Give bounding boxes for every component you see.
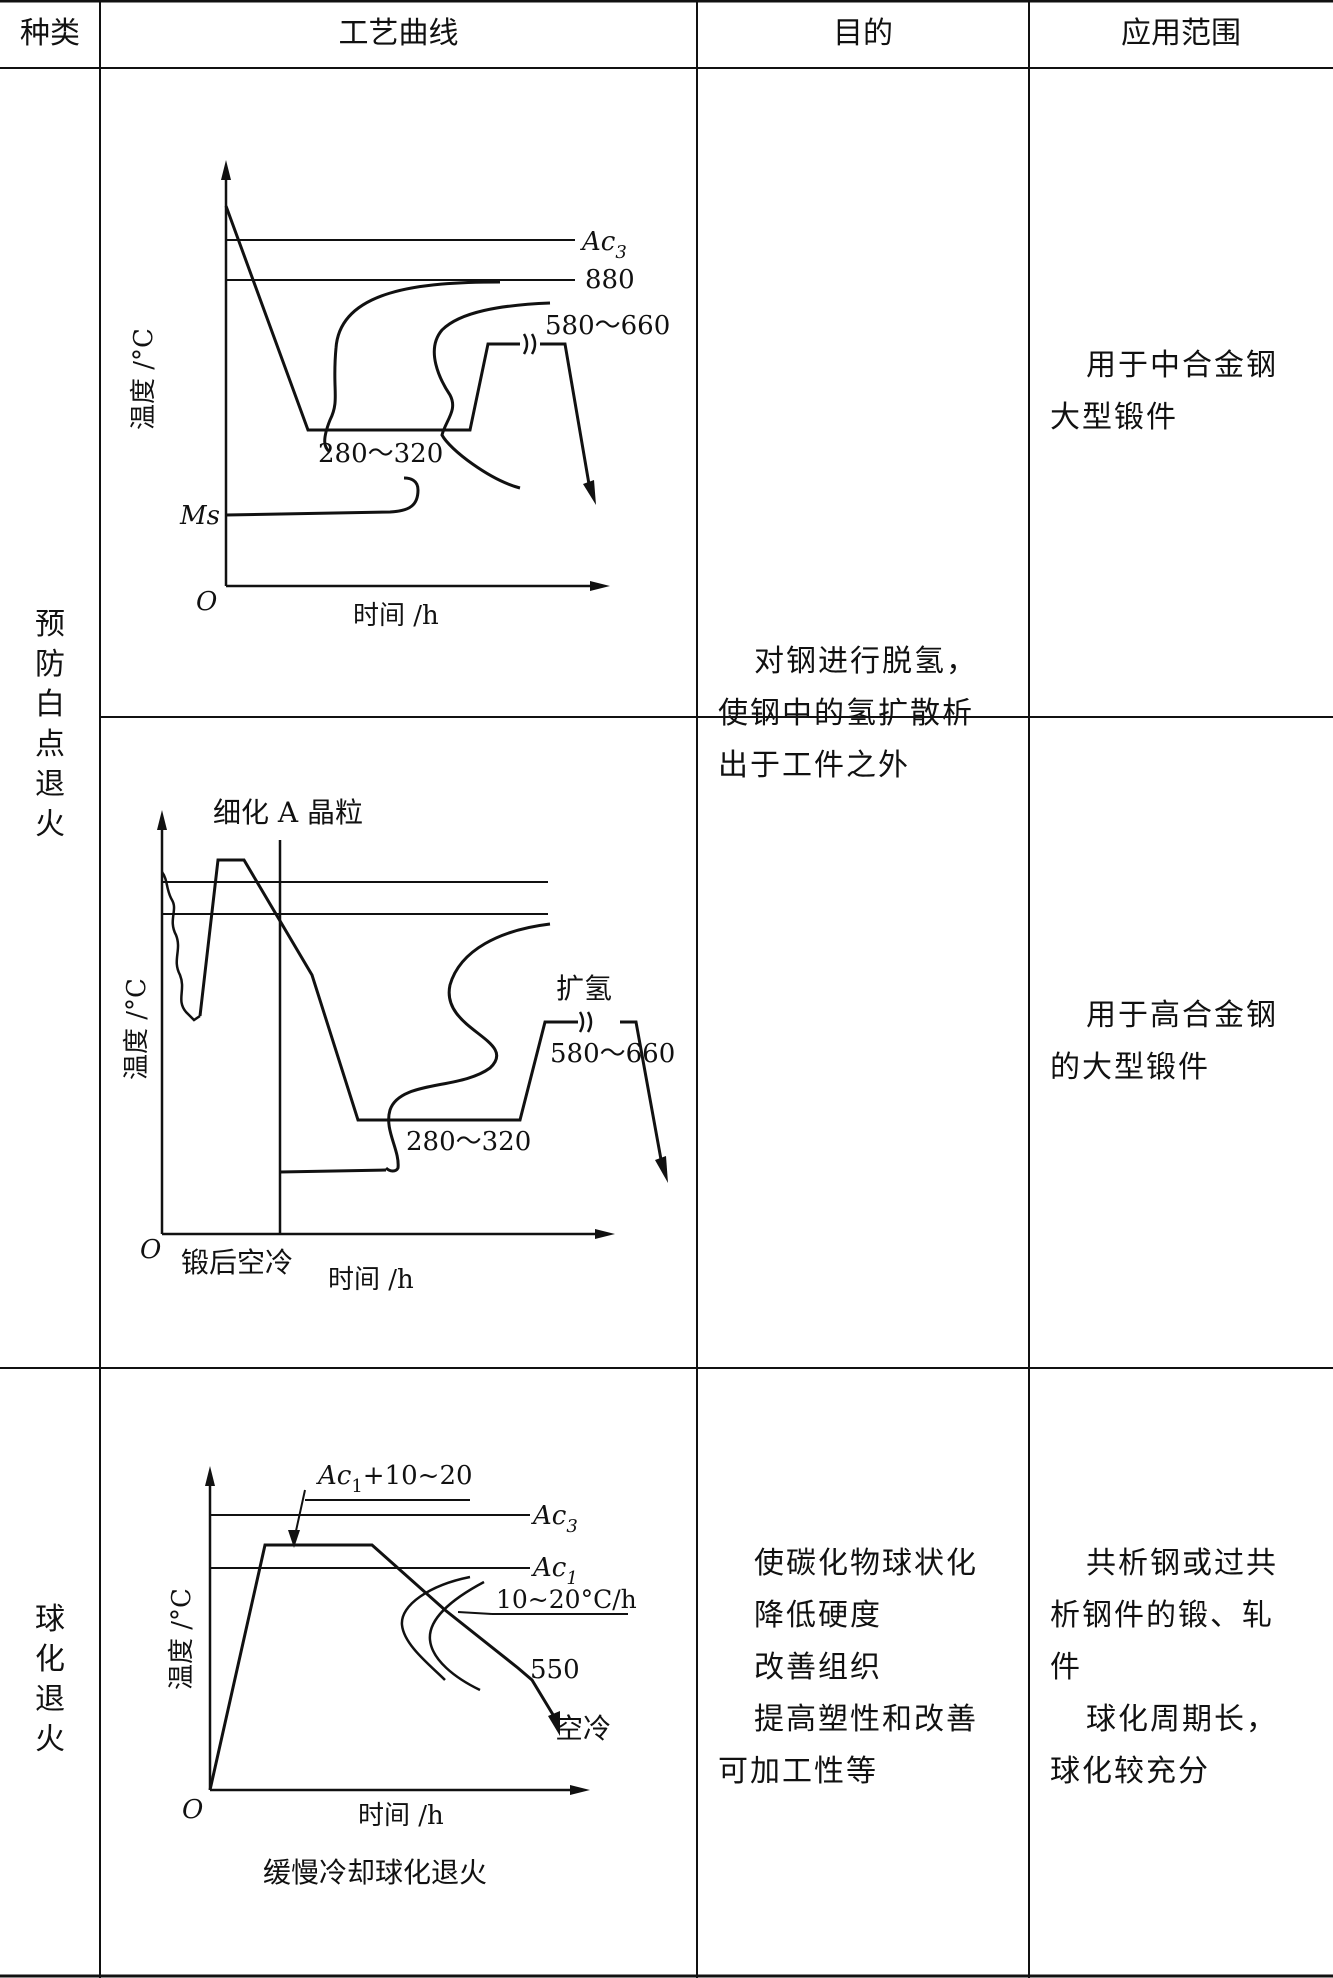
diagram3-caption: 缓慢冷却球化退火	[263, 1856, 487, 1889]
kind-char: 防	[35, 647, 65, 682]
process-path-tail	[540, 342, 592, 491]
diagram1-880-label: 880	[585, 265, 635, 295]
diagram2-top-label: 细化 A 晶粒	[213, 796, 363, 829]
rate-pointer-line	[457, 1611, 493, 1615]
kind-prevent-white-spot-annealing: 预 防 白 点 退 火	[30, 605, 70, 845]
application-line: 析钢件的锻、轧	[1050, 1598, 1274, 1633]
diagram1-x-axis-label: 时间 /h	[353, 601, 439, 631]
purpose-line: 提高塑性和改善	[754, 1702, 978, 1737]
diagram2-hydrogen-label: 扩氢	[556, 972, 612, 1005]
kind-char: 退	[35, 767, 65, 802]
application-line: 大型锻件	[1050, 400, 1178, 435]
diagram3-550-label: 550	[530, 1655, 580, 1685]
air-cool-arrow	[548, 1711, 560, 1736]
kind-char: 火	[35, 1722, 65, 1757]
kind-char: 点	[35, 727, 65, 762]
diagram1-ac3-label: Ac3	[580, 227, 627, 263]
break-mark	[578, 1011, 593, 1033]
application-spheroid: 共析钢或过共 析钢件的锻、轧 件 球化周期长， 球化较充分	[1050, 1538, 1325, 1798]
c-curve-start	[323, 280, 501, 454]
diagram2-forge-cooling-label: 锻后空冷	[181, 1246, 293, 1279]
diagram1-y-axis-label: 温度 /°C	[129, 328, 159, 430]
diagram2-origin-label: O	[140, 1235, 161, 1265]
diagram1-range-low-label: 280～320	[318, 439, 443, 469]
diagram3-ac1-label: Ac1	[531, 1553, 578, 1589]
purpose-line: 使碳化物球状化	[754, 1546, 978, 1581]
diagram3-air-cool-label: 空冷	[555, 1712, 611, 1745]
application-line: 件	[1050, 1650, 1082, 1685]
purpose-spheroid: 使碳化物球状化 降低硬度 改善组织 提高塑性和改善 可加工性等	[718, 1538, 1018, 1798]
diagram2-y-axis-label: 温度 /°C	[122, 978, 152, 1080]
diagram2-range-high-label: 580～660	[550, 1039, 675, 1069]
ms-line	[225, 476, 420, 517]
cooling-arrow	[655, 1156, 668, 1183]
diagram2-x-axis-label: 时间 /h	[328, 1265, 414, 1295]
process-path-tail	[620, 1020, 664, 1166]
application-line: 共析钢或过共	[1086, 1546, 1278, 1581]
process-path	[208, 1543, 557, 1791]
application-line: 球化较充分	[1050, 1754, 1210, 1789]
diagram3-x-axis-label: 时间 /h	[358, 1801, 444, 1831]
break-mark	[522, 333, 537, 355]
isothermal-line	[279, 1168, 387, 1174]
header-purpose: 目的	[833, 16, 893, 51]
forge-cooling-path	[160, 871, 201, 1022]
process-curve-diagram-2: 细化 A 晶粒 扩氢 580～660 280～320 O 锻后空冷 时间 /h …	[122, 796, 675, 1295]
y-axis-arrow	[157, 810, 167, 830]
process-path	[198, 858, 578, 1122]
x-axis-arrow	[590, 581, 610, 591]
application-line: 用于中合金钢	[1086, 348, 1278, 383]
c-curve-outer	[428, 1580, 485, 1692]
header-kind: 种类	[20, 16, 80, 51]
process-curve-diagram-3: Ac1+10~20 Ac3 Ac1 10~20°C/h 550 空冷 O 时间 …	[167, 1461, 637, 1889]
kind-char: 退	[35, 1682, 65, 1717]
purpose-line: 可加工性等	[718, 1754, 878, 1789]
kind-char: 球	[35, 1602, 65, 1637]
kind-spheroidizing-annealing: 球 化 退 火	[30, 1600, 70, 1760]
header-process-curve: 工艺曲线	[338, 16, 459, 51]
process-path	[224, 205, 520, 432]
application-prevent-b: 用于高合金钢 的大型锻件	[1050, 990, 1325, 1094]
application-line: 用于高合金钢	[1086, 998, 1278, 1033]
diagram3-ac3-label: Ac3	[531, 1501, 578, 1537]
purpose-line: 出于工件之外	[718, 748, 910, 783]
diagram1-ms-label: Ms	[179, 501, 220, 531]
cooling-arrow	[583, 480, 596, 505]
diagram1-origin-label: O	[196, 587, 217, 617]
x-axis-arrow	[570, 1785, 590, 1795]
purpose-line: 使钢中的氢扩散析	[718, 696, 974, 731]
header-application: 应用范围	[1121, 16, 1241, 51]
diagram1-range-high-label: 580～660	[545, 311, 670, 341]
kind-char: 预	[35, 607, 65, 642]
kind-char: 白	[35, 687, 65, 722]
purpose-line: 对钢进行脱氢，	[754, 644, 978, 679]
purpose-line: 改善组织	[754, 1650, 882, 1685]
y-axis-arrow	[205, 1466, 215, 1486]
application-line: 的大型锻件	[1050, 1050, 1210, 1085]
diagram3-ac1-plus-label: Ac1+10~20	[316, 1461, 473, 1497]
application-prevent-a: 用于中合金钢 大型锻件	[1050, 340, 1325, 444]
purpose-prevent: 对钢进行脱氢， 使钢中的氢扩散析 出于工件之外	[718, 636, 1018, 792]
c-curve-inner	[400, 1575, 471, 1681]
y-axis-arrow	[221, 160, 231, 180]
pointer-arrow	[288, 1530, 300, 1548]
kind-char: 化	[35, 1642, 65, 1677]
application-line: 球化周期长，	[1086, 1702, 1278, 1737]
x-axis-arrow	[595, 1229, 615, 1239]
diagram3-y-axis-label: 温度 /°C	[167, 1588, 197, 1690]
c-curve-finish	[432, 301, 551, 490]
process-curve-diagram-1: Ac3 880 580～660 280～320 Ms O 时间 /h 温度 /°…	[129, 160, 670, 631]
diagram2-range-low-label: 280～320	[406, 1127, 531, 1157]
c-curve	[384, 922, 551, 1173]
diagram3-rate-label: 10~20°C/h	[496, 1585, 637, 1614]
diagram3-origin-label: O	[182, 1795, 203, 1825]
kind-char: 火	[35, 807, 65, 842]
purpose-line: 降低硬度	[754, 1598, 882, 1633]
